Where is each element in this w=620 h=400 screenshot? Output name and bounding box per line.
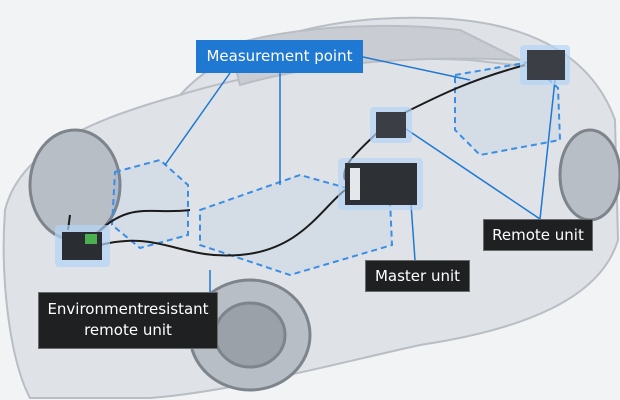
remote-unit-device-top [520,45,570,85]
measurement-point-label: Measurement point [196,40,363,73]
master-unit-device [338,158,423,210]
measurement-zones [110,60,562,277]
remote-unit-device-middle [370,107,412,143]
env-label-line2: remote unit [84,321,172,339]
master-unit-label: Master unit [365,260,470,292]
environment-resistant-remote-unit-label: Environmentresistant remote unit [38,292,218,349]
env-label-line1: Environmentresistant [47,300,209,318]
environment-resistant-device [55,225,110,267]
wheels [28,128,620,392]
remote-unit-label: Remote unit [483,219,593,251]
